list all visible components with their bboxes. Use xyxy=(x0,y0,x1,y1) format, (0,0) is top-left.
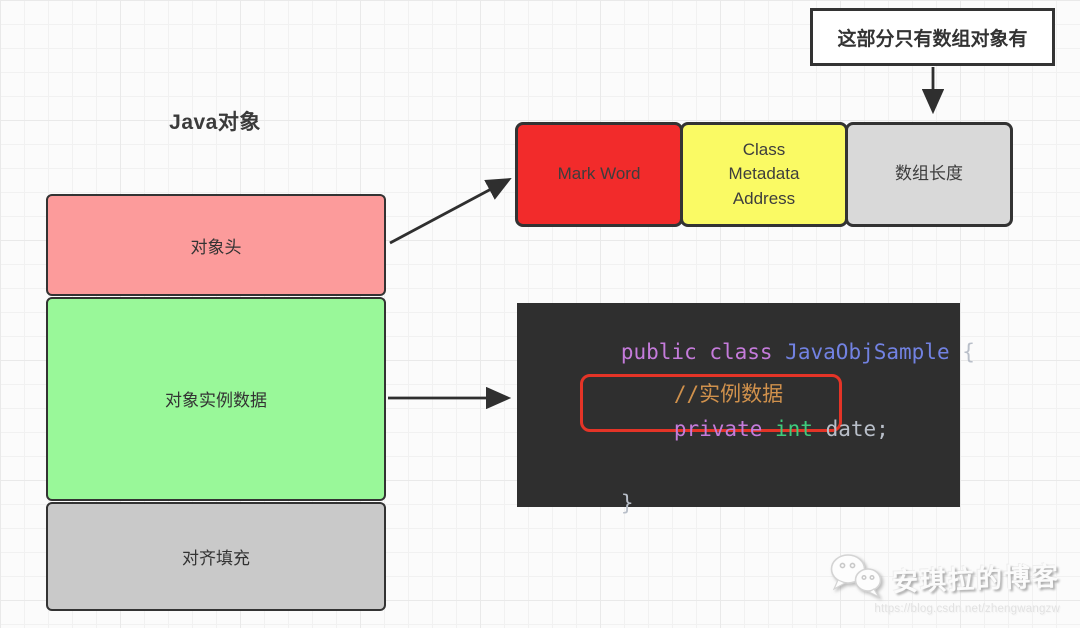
watermark-url: https://blog.csdn.net/zhengwangzw xyxy=(874,603,1060,615)
code-open-brace: { xyxy=(949,340,975,364)
code-line-field: private int date; xyxy=(598,393,889,465)
class-metadata-box: Class Metadata Address xyxy=(680,122,848,227)
instance-data-label: 对象实例数据 xyxy=(165,391,267,410)
code-type-int: int xyxy=(775,417,826,441)
class-metadata-label: Class Metadata Address xyxy=(728,139,800,208)
code-classname: JavaObjSample xyxy=(785,340,950,364)
object-header-detail-row: Mark Word Class Metadata Address 数组长度 xyxy=(515,122,1013,227)
array-only-callout-label: 这部分只有数组对象有 xyxy=(837,28,1028,50)
mark-word-label: Mark Word xyxy=(557,164,641,184)
field-highlight-frame xyxy=(580,374,842,432)
code-line-close-brace: } xyxy=(545,467,634,539)
code-field-name: date; xyxy=(825,417,889,441)
padding-label: 对齐填充 xyxy=(182,548,250,568)
code-close-brace: } xyxy=(620,491,634,515)
code-keyword: public class xyxy=(620,340,786,364)
array-length-label: 数组长度 xyxy=(895,164,963,184)
code-comment: //实例数据 xyxy=(673,382,784,406)
array-length-box: 数组长度 xyxy=(845,122,1013,227)
diagram-title: Java对象 xyxy=(169,111,261,134)
padding-box: 对齐填充 xyxy=(46,501,386,611)
array-only-callout: 这部分只有数组对象有 xyxy=(810,8,1055,66)
code-keyword-private: private xyxy=(673,417,776,441)
wechat-icon xyxy=(830,554,882,599)
arrow-header-to-markword xyxy=(389,178,512,245)
watermark-blog-name: 安琪拉的博客 xyxy=(891,560,1061,597)
code-line-comment: //实例数据 xyxy=(598,354,783,432)
object-header-box: 对象头 xyxy=(46,194,386,296)
object-header-label: 对象头 xyxy=(190,237,242,257)
mark-word-box: Mark Word xyxy=(515,122,683,227)
instance-data-box: 对象实例数据 xyxy=(46,296,386,501)
code-line-class-declaration: public class JavaObjSample { xyxy=(545,316,975,388)
code-snippet: public class JavaObjSample { //实例数据 priv… xyxy=(517,303,975,515)
watermark: 安琪拉的博客 https://blog.csdn.net/zhengwangzw xyxy=(828,552,1068,622)
